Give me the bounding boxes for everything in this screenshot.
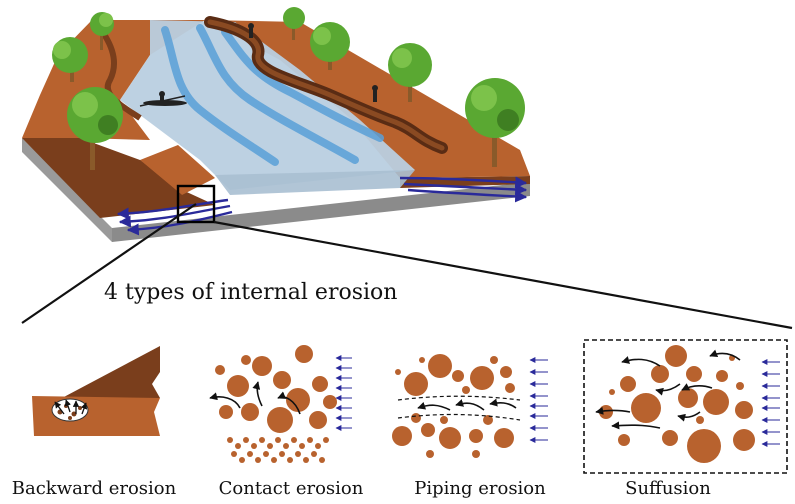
tree-icon bbox=[283, 7, 305, 40]
landscape-block bbox=[22, 7, 530, 242]
contact-fine-grains bbox=[227, 437, 329, 463]
piping-grains bbox=[392, 354, 515, 458]
tree-icon bbox=[388, 43, 432, 102]
river bbox=[120, 20, 415, 190]
block-bottom-face bbox=[112, 182, 530, 242]
backward-soil-upper bbox=[62, 346, 160, 398]
caption-piping-erosion: Piping erosion bbox=[414, 478, 546, 499]
suffusion-grains bbox=[599, 345, 755, 463]
tree-icon bbox=[52, 37, 88, 82]
walker-icon bbox=[372, 85, 378, 102]
tree-icon bbox=[465, 78, 525, 167]
suffusion-flow-arrows bbox=[761, 359, 780, 447]
suffusion-transport-arrows bbox=[595, 349, 741, 430]
caption-suffusion: Suffusion bbox=[625, 478, 711, 499]
piping-channel-lower bbox=[397, 413, 521, 421]
tree-icon bbox=[67, 87, 123, 170]
walker-icon bbox=[248, 23, 254, 38]
zoom-highlight-box bbox=[176, 184, 216, 224]
seepage-arrows-right bbox=[399, 176, 528, 203]
soil-front-left bbox=[22, 138, 215, 218]
zoom-line-right bbox=[213, 220, 793, 330]
panel-piping-erosion bbox=[392, 354, 548, 458]
tree-icon bbox=[90, 12, 114, 50]
panel-suffusion bbox=[583, 339, 788, 474]
river-streams bbox=[161, 24, 384, 166]
piping-transport-arrows bbox=[417, 398, 517, 411]
left-levee bbox=[92, 20, 142, 121]
diagram-title: 4 types of internal erosion bbox=[104, 280, 398, 305]
right-bank-top bbox=[205, 20, 530, 178]
panel-contact-erosion bbox=[209, 345, 352, 463]
piping-flow-arrows bbox=[529, 357, 548, 443]
contact-transport-arrows bbox=[209, 381, 301, 415]
panel-backward-erosion bbox=[32, 346, 160, 436]
backward-soil-lower bbox=[32, 396, 160, 436]
contact-coarse-grains bbox=[215, 345, 337, 433]
caption-backward-erosion: Backward erosion bbox=[11, 478, 177, 499]
river-front-face bbox=[215, 170, 415, 195]
caption-contact-erosion: Contact erosion bbox=[218, 478, 364, 499]
piping-channel-upper bbox=[397, 395, 521, 401]
contact-flow-arrows bbox=[335, 355, 352, 431]
tree-icon bbox=[310, 22, 350, 70]
block-front-face bbox=[22, 138, 112, 242]
kayaker-icon bbox=[139, 91, 187, 107]
breach-block bbox=[140, 145, 215, 195]
zoom-line-left bbox=[21, 203, 197, 324]
